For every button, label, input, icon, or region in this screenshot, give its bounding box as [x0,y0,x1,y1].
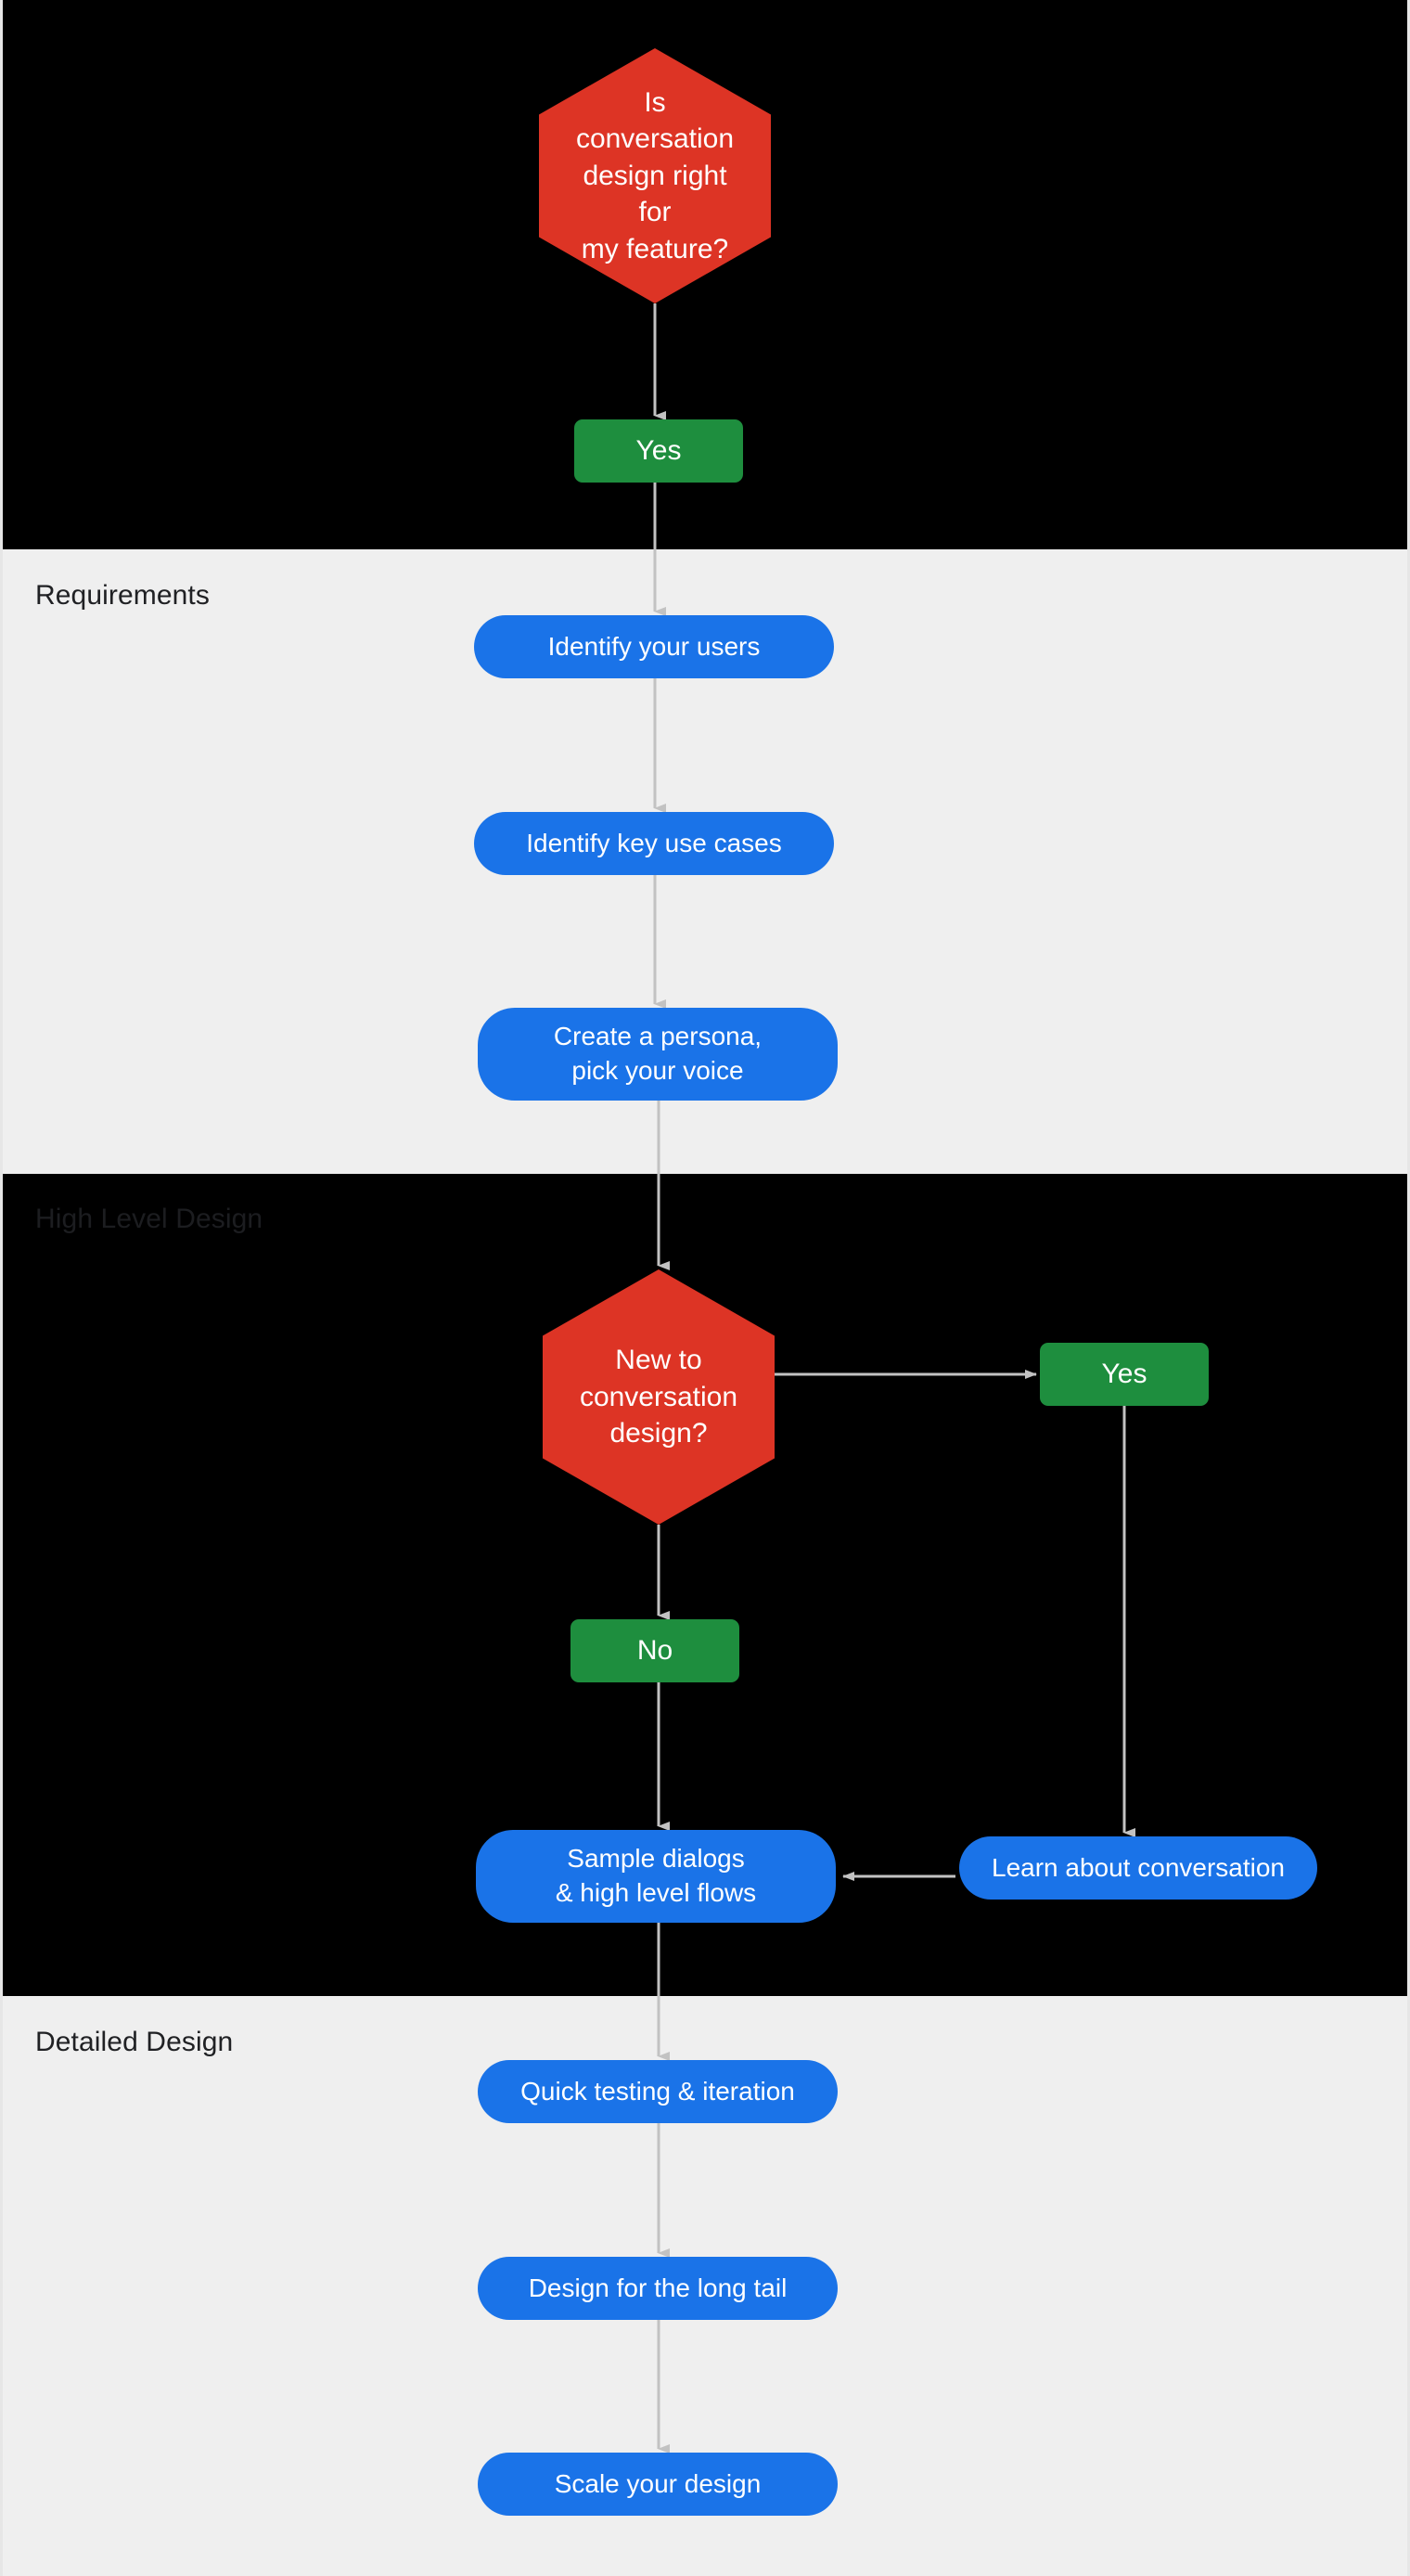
step-node-identify-your-users[interactable]: Identify your users [474,615,834,678]
answer-node-yes-top[interactable]: Yes [574,419,743,483]
section-label-requirements: Requirements [35,580,210,611]
step-node-create-a-persona[interactable]: Create a persona, pick your voice [478,1008,838,1101]
step-node-scale-your-design[interactable]: Scale your design [478,2453,838,2516]
answer-node-yes-high-level[interactable]: Yes [1040,1343,1209,1406]
step-node-quick-testing-and-iteration[interactable]: Quick testing & iteration [478,2060,838,2123]
section-label-high-level-design: High Level Design [35,1204,263,1234]
section-label-detailed-design: Detailed Design [35,2027,234,2057]
step-node-identify-key-use-cases[interactable]: Identify key use cases [474,812,834,875]
step-node-learn-about-conversation[interactable]: Learn about conversation [959,1836,1317,1900]
answer-node-no[interactable]: No [570,1619,739,1682]
step-node-sample-dialogs-and-high-level-flows[interactable]: Sample dialogs & high level flows [476,1830,836,1923]
step-node-design-for-the-long-tail[interactable]: Design for the long tail [478,2257,838,2320]
